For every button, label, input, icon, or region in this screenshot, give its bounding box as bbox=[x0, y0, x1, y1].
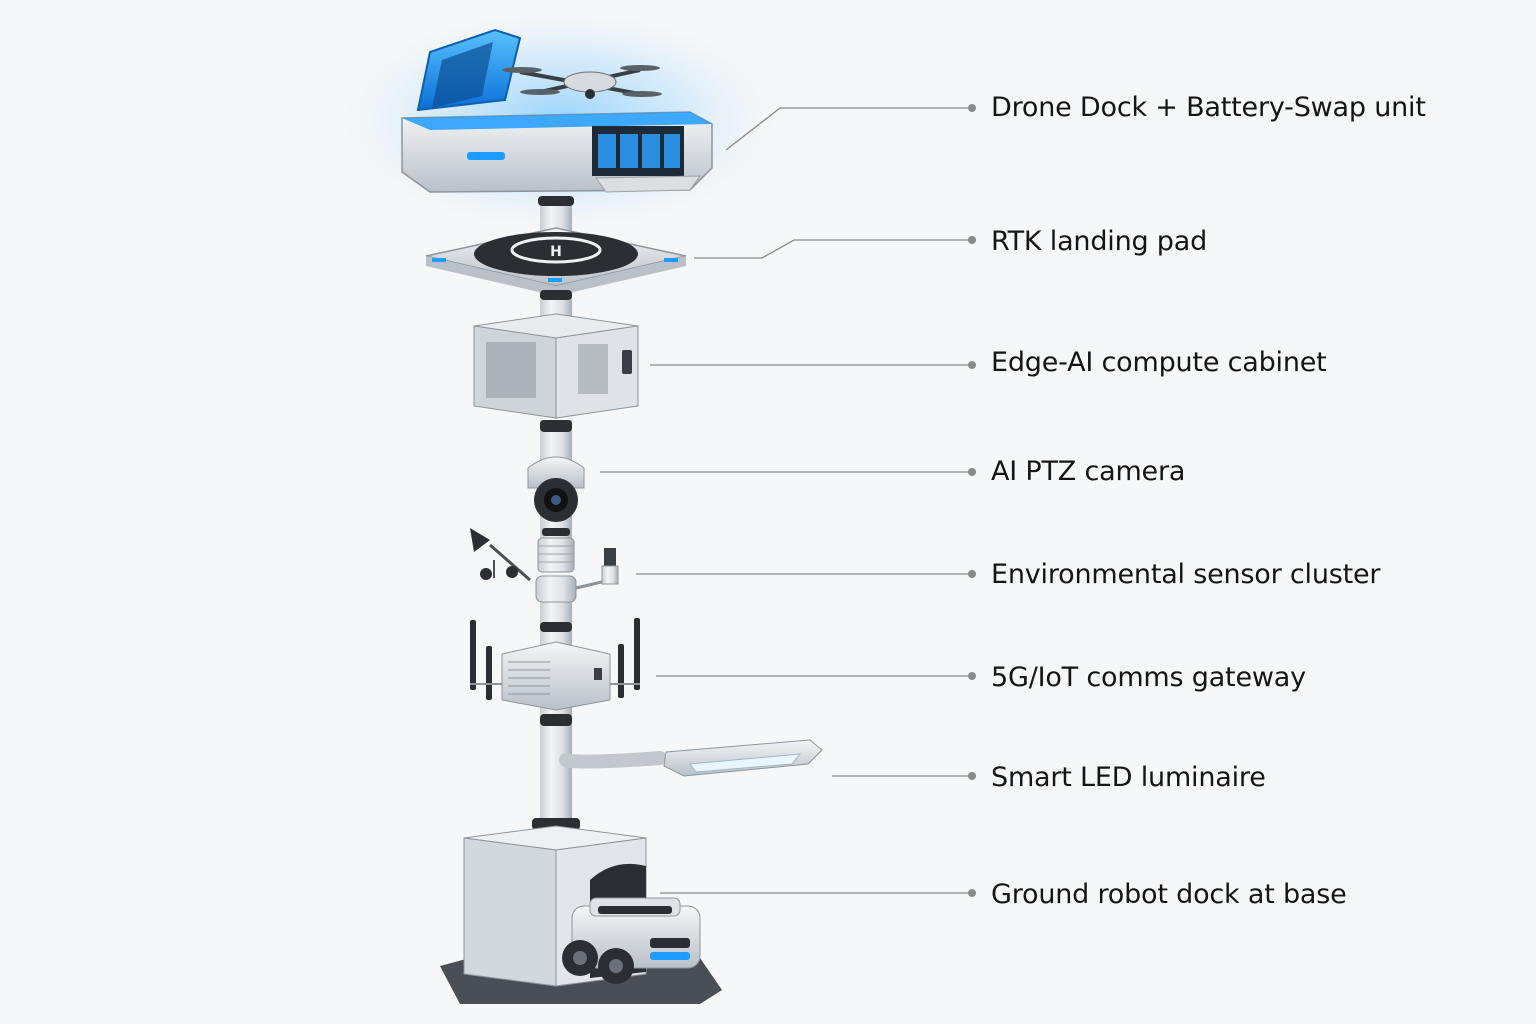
svg-text:H: H bbox=[550, 244, 562, 260]
label-robot-dock: Ground robot dock at base bbox=[991, 879, 1347, 910]
robot-dock-illustration bbox=[440, 825, 722, 1004]
label-landing-pad: RTK landing pad bbox=[991, 226, 1208, 257]
label-drone-dock: Drone Dock + Battery-Swap unit bbox=[991, 92, 1426, 123]
leader-lines bbox=[600, 104, 976, 897]
sensor-cluster-illustration bbox=[470, 528, 619, 603]
label-compute-cabinet: Edge-AI compute cabinet bbox=[991, 347, 1327, 378]
ground-robot-illustration bbox=[562, 897, 701, 984]
led-luminaire-illustration bbox=[532, 739, 823, 830]
leader-line-landing-pad bbox=[694, 239, 972, 259]
compute-cabinet-illustration bbox=[473, 313, 639, 432]
drone-dock-illustration bbox=[340, 10, 780, 230]
landing-pad-illustration: H bbox=[425, 227, 687, 300]
label-sensor-cluster: Environmental sensor cluster bbox=[991, 559, 1381, 590]
label-comms-gateway: 5G/IoT comms gateway bbox=[991, 662, 1306, 693]
label-led-luminaire: Smart LED luminaire bbox=[991, 762, 1266, 793]
drone-illustration bbox=[502, 65, 662, 99]
ptz-camera-illustration bbox=[527, 456, 585, 536]
label-ptz-camera: AI PTZ camera bbox=[991, 456, 1186, 487]
leader-line-drone-dock bbox=[725, 107, 972, 151]
comms-gateway-illustration bbox=[470, 618, 640, 726]
